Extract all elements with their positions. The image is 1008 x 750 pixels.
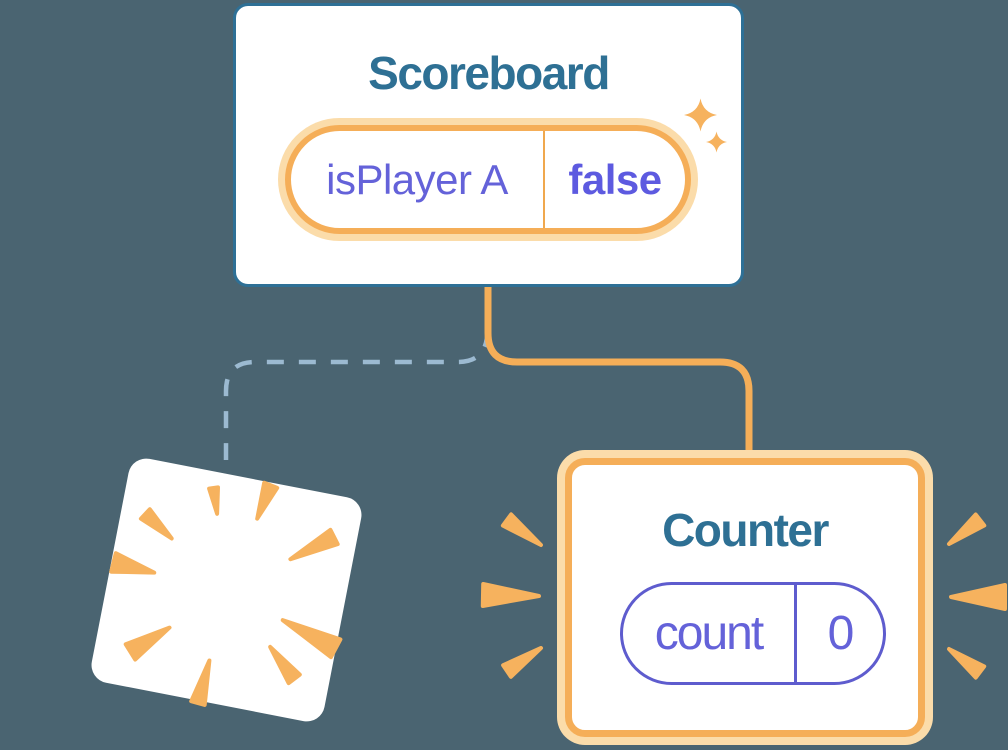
- scoreboard-title: Scoreboard: [368, 47, 610, 99]
- state-value: 0: [827, 607, 855, 660]
- emphasis-ray-icon: [480, 582, 541, 608]
- state-key: count: [654, 607, 764, 660]
- counter-card-body: Counter count 0: [565, 458, 925, 737]
- state-key: isPlayer A: [326, 155, 508, 203]
- emphasis-ray-icon: [947, 512, 987, 546]
- emphasis-ray-icon: [501, 646, 543, 679]
- emphasis-ray-icon: [500, 512, 543, 547]
- counter-component-card: Counter count 0: [557, 450, 933, 745]
- scoreboard-state-pill: isPlayer A false: [278, 118, 698, 241]
- dashed-destroyed-link: [223, 329, 490, 460]
- state-pill-body: isPlayer A false: [285, 125, 691, 234]
- scoreboard-component-card: Scoreboard isPlayer A false: [233, 3, 744, 287]
- pill-divider: [543, 131, 545, 228]
- emphasis-ray-icon: [949, 583, 1007, 611]
- counter-state-pill: count 0: [620, 582, 886, 685]
- destroyed-component-card: [88, 455, 365, 725]
- emphasis-ray-icon: [947, 647, 987, 680]
- solid-counter-link: [484, 284, 753, 455]
- pill-divider: [794, 585, 797, 682]
- counter-title: Counter: [662, 504, 829, 556]
- state-value: false: [568, 155, 662, 203]
